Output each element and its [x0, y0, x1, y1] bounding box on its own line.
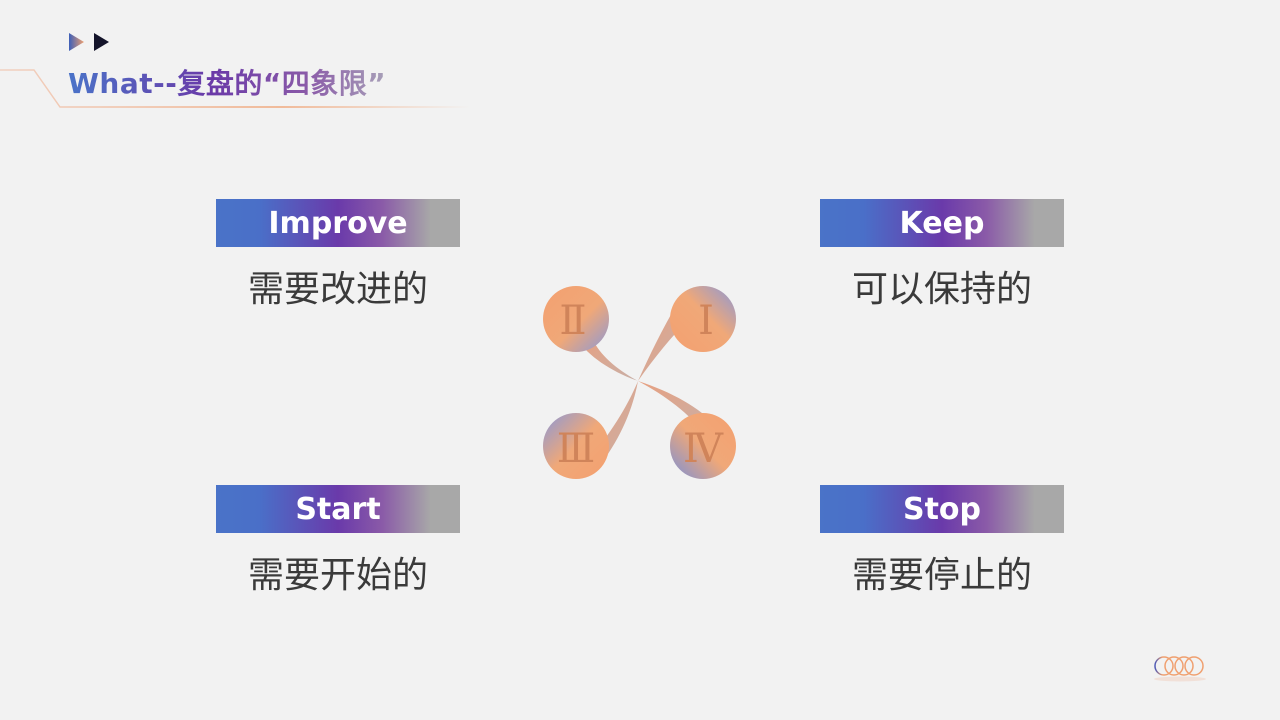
play-arrow-icon: [94, 33, 109, 51]
numeral-iii: Ⅲ: [557, 426, 596, 472]
keep-banner: Keep: [820, 199, 1064, 247]
numeral-iv: Ⅳ: [683, 426, 724, 472]
stop-description: 需要停止的: [851, 555, 1032, 596]
play-arrow-icon: [69, 33, 84, 51]
slide-header: What--复盘的“四象限”: [0, 0, 520, 120]
play-arrows-icon: [69, 33, 109, 51]
petal-bubble-iv: [670, 413, 736, 479]
numeral-ii: Ⅱ: [559, 298, 586, 344]
title-underline: [0, 69, 470, 108]
petal-bubble-i: [670, 286, 736, 352]
improve-banner: Improve: [216, 199, 460, 247]
page-title: What--复盘的“四象限”: [68, 62, 386, 102]
keep-description: 可以保持的: [851, 269, 1032, 310]
petal-bubble-iii: [543, 413, 609, 479]
petal-bubble-ii: [543, 286, 609, 352]
start-banner: Start: [216, 485, 460, 533]
rings-logo-icon: [1154, 656, 1206, 682]
start-description: 需要开始的: [247, 555, 428, 596]
petal-tail-ii: [578, 338, 638, 381]
stop-banner: Stop: [820, 485, 1064, 533]
improve-description: 需要改进的: [247, 269, 428, 310]
numeral-i: Ⅰ: [698, 298, 714, 344]
